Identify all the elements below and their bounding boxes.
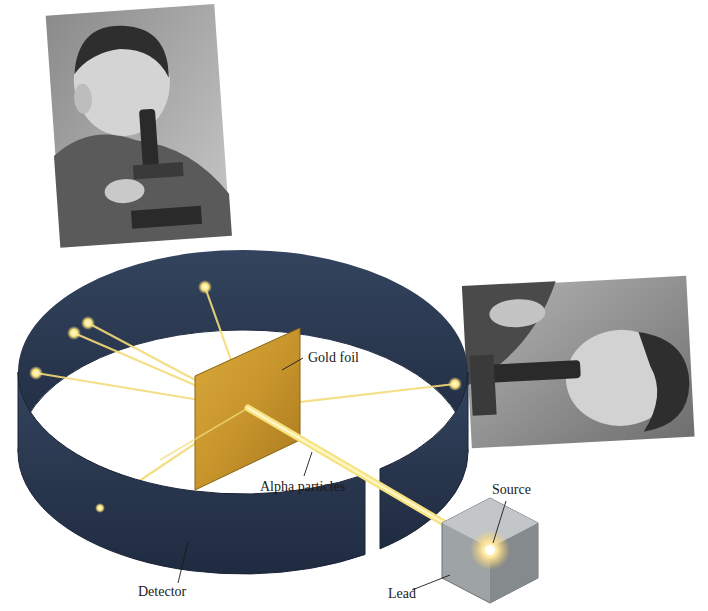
photo-boy-microscope xyxy=(44,2,232,247)
detector-front-wall xyxy=(18,372,365,574)
part-label: Source xyxy=(490,482,533,498)
photo-boy-microscope xyxy=(462,274,696,450)
part-label: Detector xyxy=(136,584,188,600)
part-label: Gold foil xyxy=(306,350,361,366)
part-label: Alpha particles xyxy=(258,479,347,495)
leader-lines xyxy=(178,358,506,590)
part-label: Lead xyxy=(386,586,418,602)
lead-block xyxy=(442,498,538,603)
